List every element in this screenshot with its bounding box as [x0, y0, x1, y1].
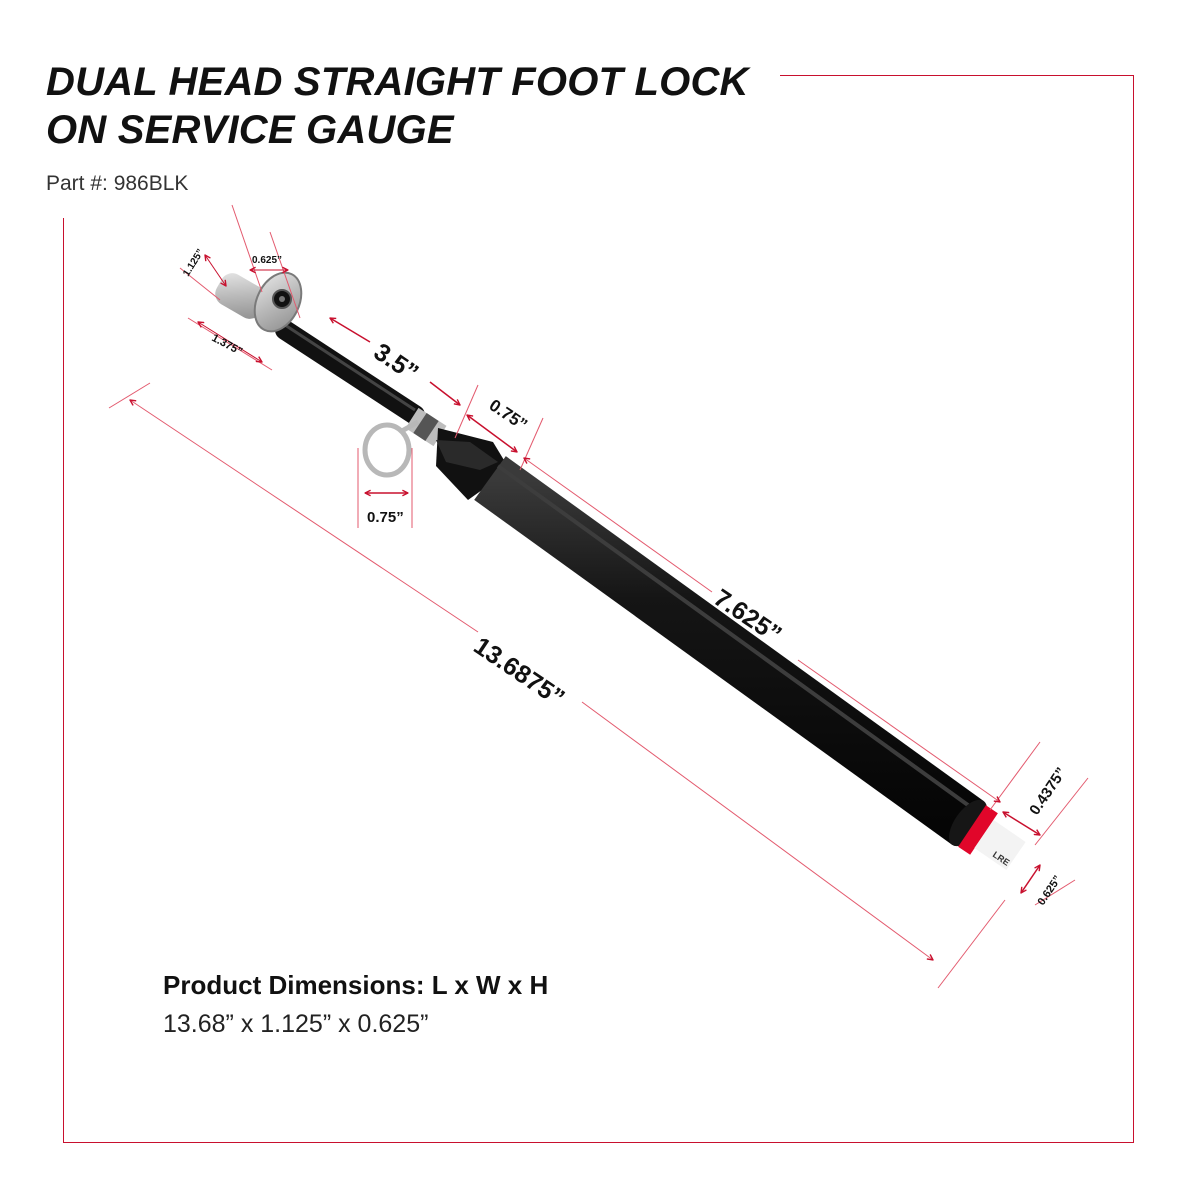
barrel-dimension-2: [797, 659, 1000, 802]
tip-length-dimension: [1003, 812, 1040, 835]
dimensions-value: 13.68” x 1.125” x 0.625”: [163, 1010, 429, 1038]
frame-right-line: [1133, 75, 1134, 1143]
frame-top-line: [780, 75, 1134, 76]
overall-length-label: 13.6875”: [469, 632, 570, 713]
overall-length-dimension-2: [581, 701, 933, 960]
title-line-1: DUAL HEAD STRAIGHT FOOT LOCK: [46, 60, 749, 104]
head-width-label: 1.125”: [181, 247, 206, 278]
title-line-2: ON SERVICE GAUGE: [46, 108, 454, 152]
tip-length-label: 0.4375”: [1026, 764, 1070, 818]
product-title: DUAL HEAD STRAIGHT FOOT LOCK ON SERVICE …: [46, 58, 749, 154]
gauge-stem: [275, 320, 425, 425]
head-length-dimension: [198, 322, 262, 362]
head-length-label: 1.375”: [210, 332, 245, 358]
part-number: Part #: 986BLK: [46, 172, 189, 195]
red-end-cap: [958, 805, 998, 855]
frame-bottom-line: [63, 1142, 1134, 1143]
stem-dimension-1: [330, 318, 371, 343]
collar-dimension: [467, 415, 517, 452]
overall-length-dimension-1: [130, 400, 479, 633]
extension-lines: [108, 204, 1089, 989]
collar-length-label: 0.75”: [486, 396, 531, 435]
pull-ring: [362, 422, 412, 478]
white-tip: [974, 819, 1026, 871]
stem-dimension-2: [429, 381, 460, 405]
tip-diameter-dimension: [1021, 865, 1040, 893]
frame-left-line: [63, 218, 64, 1143]
head-width-dimension: [205, 255, 226, 286]
barrel-dimension-1: [524, 458, 713, 593]
ring-width-label: 0.75”: [367, 509, 404, 526]
dimensions-label: Product Dimensions: L x W x H: [163, 970, 549, 1000]
tip-diameter-label: 0.625”: [1036, 874, 1064, 908]
gauge-barrel: [474, 456, 984, 845]
head-depth-label: 0.625”: [252, 255, 282, 266]
